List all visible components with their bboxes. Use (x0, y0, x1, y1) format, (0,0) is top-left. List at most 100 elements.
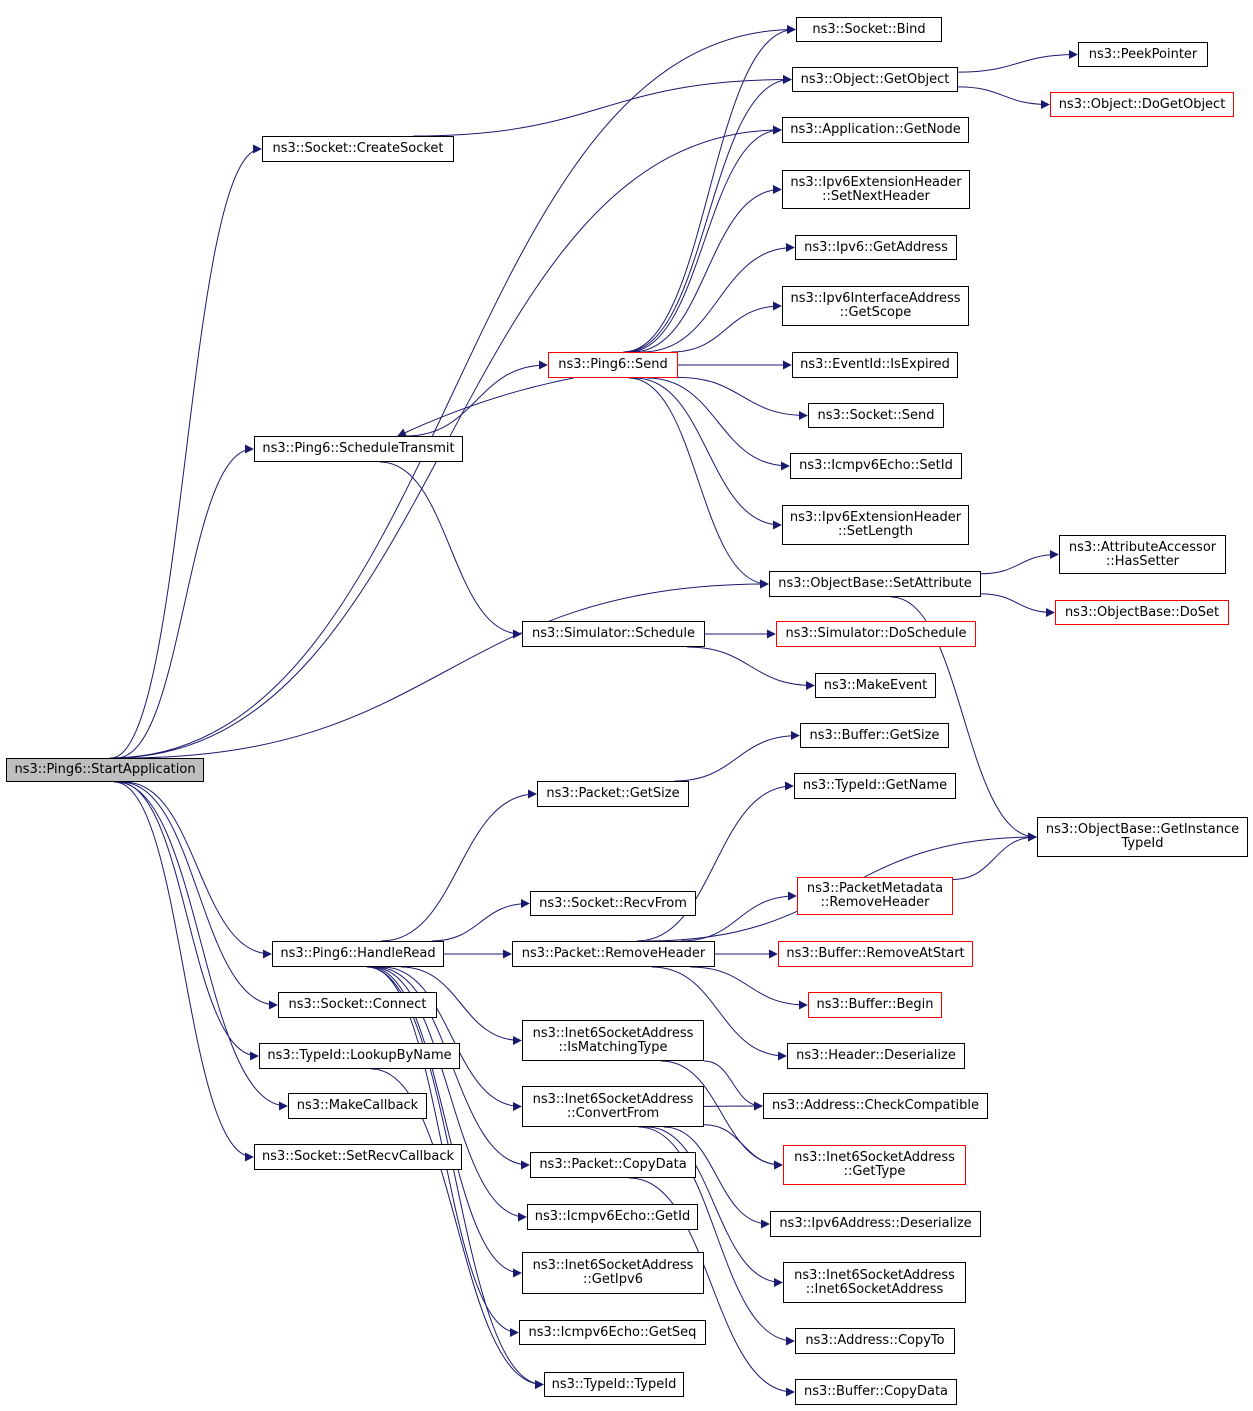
edge-handleread-to-getipv6 (369, 966, 522, 1278)
node-socketsend[interactable]: ns3::Socket::Send (808, 403, 944, 428)
node-typeidctor[interactable]: ns3::TypeId::TypeId (544, 1372, 684, 1397)
node-copydata[interactable]: ns3::Packet::CopyData (530, 1152, 696, 1178)
edge-convertfrom-to-inetctor (646, 1126, 783, 1287)
node-copyto[interactable]: ns3::Address::CopyTo (795, 1328, 955, 1354)
node-checkcompatible[interactable]: ns3::Address::CheckCompatible (763, 1093, 988, 1119)
edge-removeheader-to-deserialize (651, 966, 787, 1061)
edge-handleread-to-ismatchingtype (400, 966, 522, 1045)
node-ipv6getaddress[interactable]: ns3::Ipv6::GetAddress (795, 235, 957, 260)
node-recvfrom[interactable]: ns3::Socket::RecvFrom (530, 891, 696, 916)
edge-send-to-bind (623, 25, 796, 353)
edge-start-to-socketconnect (120, 781, 278, 1010)
edge-handleread-to-getid (372, 966, 527, 1222)
edge-start-to-bind (109, 25, 796, 759)
node-peekpointer[interactable]: ns3::PeekPointer (1078, 42, 1208, 67)
edge-convertfrom-to-ipv6deserialize (663, 1126, 770, 1229)
edge-createsocket-to-getobject (413, 75, 792, 137)
node-send[interactable]: ns3::Ping6::Send (548, 352, 678, 378)
node-getscope[interactable]: ns3::Ipv6InterfaceAddress ::GetScope (782, 286, 969, 326)
node-setattribute[interactable]: ns3::ObjectBase::SetAttribute (769, 571, 981, 597)
edge-send-to-setnextheader (632, 185, 782, 353)
edge-start-to-createsocket (110, 144, 262, 759)
node-bind[interactable]: ns3::Socket::Bind (796, 17, 942, 42)
node-handleread[interactable]: ns3::Ping6::HandleRead (272, 941, 444, 967)
node-inetgettype[interactable]: ns3::Inet6SocketAddress ::GetType (783, 1145, 966, 1185)
edge-removeheader-to-typeidgetname (636, 781, 794, 942)
edge-send-to-setid (647, 377, 790, 471)
node-makeevent[interactable]: ns3::MakeEvent (815, 673, 936, 698)
edge-start-to-scheduletransmit (116, 444, 254, 759)
node-lookupbyname[interactable]: ns3::TypeId::LookupByName (259, 1043, 460, 1069)
node-setlength[interactable]: ns3::Ipv6ExtensionHeader ::SetLength (782, 505, 969, 545)
edge-send-to-getobject (625, 75, 792, 353)
edge-copydata-to-buffercopydata (629, 1177, 795, 1397)
edge-ismatchingtype-to-checkcompatible (703, 1060, 763, 1111)
node-typeidgetname[interactable]: ns3::TypeId::GetName (794, 773, 956, 799)
node-begin[interactable]: ns3::Buffer::Begin (808, 992, 942, 1018)
node-buffercopydata[interactable]: ns3::Buffer::CopyData (795, 1379, 957, 1405)
edge-setattribute-to-doset (980, 593, 1055, 617)
node-hassetter[interactable]: ns3::AttributeAccessor ::HasSetter (1059, 535, 1226, 574)
node-ipv6deserialize[interactable]: ns3::Ipv6Address::Deserialize (770, 1211, 981, 1237)
node-getipv6[interactable]: ns3::Inet6SocketAddress ::GetIpv6 (522, 1252, 704, 1294)
edge-removeheader-to-metaremoveheader (681, 891, 797, 942)
node-setrecvcallback[interactable]: ns3::Socket::SetRecvCallback (254, 1144, 462, 1170)
node-packetgetsize[interactable]: ns3::Packet::GetSize (537, 781, 689, 807)
edge-start-to-setattribute (124, 579, 769, 759)
node-removeheader[interactable]: ns3::Packet::RemoveHeader (512, 941, 715, 967)
edge-setattribute-to-getinstancetypeid (890, 596, 1037, 842)
node-getid[interactable]: ns3::Icmpv6Echo::GetId (527, 1204, 698, 1230)
node-start: ns3::Ping6::StartApplication (6, 758, 204, 782)
node-schedule[interactable]: ns3::Simulator::Schedule (522, 621, 705, 647)
node-removeatstart[interactable]: ns3::Buffer::RemoveAtStart (778, 941, 973, 967)
edge-schedule-to-makeevent (687, 646, 815, 690)
edge-handleread-to-recvfrom (431, 899, 530, 942)
node-doset[interactable]: ns3::ObjectBase::DoSet (1055, 600, 1229, 625)
node-deserialize[interactable]: ns3::Header::Deserialize (787, 1043, 965, 1069)
edge-handleread-to-typeidctor (366, 966, 544, 1389)
edge-metaremoveheader-to-getinstancetypeid (952, 832, 1037, 880)
node-metaremoveheader[interactable]: ns3::PacketMetadata ::RemoveHeader (797, 877, 953, 915)
edge-send-to-setlength (634, 377, 782, 530)
edge-start-to-lookupbyname (117, 781, 259, 1061)
node-getinstancetypeid[interactable]: ns3::ObjectBase::GetInstance TypeId (1037, 817, 1248, 857)
node-getobject[interactable]: ns3::Object::GetObject (792, 67, 958, 92)
edge-packetgetsize-to-buffergetsize (674, 731, 800, 782)
edge-scheduletransmit-to-send (405, 360, 548, 437)
node-setid[interactable]: ns3::Icmpv6Echo::SetId (790, 453, 962, 479)
node-ismatchingtype[interactable]: ns3::Inet6SocketAddress ::IsMatchingType (522, 1020, 704, 1061)
node-makecallback[interactable]: ns3::MakeCallback (288, 1093, 427, 1119)
edge-getobject-to-peekpointer (957, 50, 1078, 73)
node-buffergetsize[interactable]: ns3::Buffer::GetSize (800, 723, 949, 748)
node-getnode[interactable]: ns3::Application::GetNode (782, 117, 969, 143)
edge-handleread-to-packetgetsize (381, 789, 537, 942)
edge-send-to-getscope (671, 301, 782, 353)
edge-lookupbyname-to-typeidctor (371, 1068, 544, 1389)
edge-start-to-setrecvcallback (114, 781, 254, 1162)
edge-start-to-makecallback (115, 781, 288, 1111)
node-dogetobject[interactable]: ns3::Object::DoGetObject (1050, 92, 1234, 117)
node-convertfrom[interactable]: ns3::Inet6SocketAddress ::ConvertFrom (522, 1086, 704, 1127)
edge-scheduletransmit-to-schedule (379, 461, 522, 639)
edge-send-to-scheduletransmit (397, 377, 574, 437)
edge-convertfrom-to-inetgettype (703, 1124, 783, 1170)
node-setnextheader[interactable]: ns3::Ipv6ExtensionHeader ::SetNextHeader (782, 170, 970, 209)
edge-send-to-setattribute (628, 377, 769, 589)
edge-convertfrom-to-copyto (638, 1126, 795, 1346)
node-doschedule[interactable]: ns3::Simulator::DoSchedule (776, 621, 976, 647)
edge-send-to-ipv6getaddress (642, 243, 795, 353)
edge-removeheader-to-begin (690, 966, 808, 1010)
edge-handleread-to-convertfrom (382, 966, 522, 1111)
edge-setattribute-to-hassetter (980, 550, 1059, 575)
node-inetctor[interactable]: ns3::Inet6SocketAddress ::Inet6SocketAdd… (783, 1262, 966, 1303)
edge-send-to-getnode (627, 125, 782, 353)
node-socketconnect[interactable]: ns3::Socket::Connect (278, 992, 437, 1018)
edge-start-to-handleread (124, 781, 272, 959)
node-createsocket[interactable]: ns3::Socket::CreateSocket (262, 136, 454, 162)
edge-send-to-socketsend (677, 376, 808, 420)
node-isexpired[interactable]: ns3::EventId::IsExpired (792, 352, 958, 378)
node-getseq[interactable]: ns3::Icmpv6Echo::GetSeq (519, 1320, 706, 1345)
node-scheduletransmit[interactable]: ns3::Ping6::ScheduleTransmit (254, 436, 463, 462)
